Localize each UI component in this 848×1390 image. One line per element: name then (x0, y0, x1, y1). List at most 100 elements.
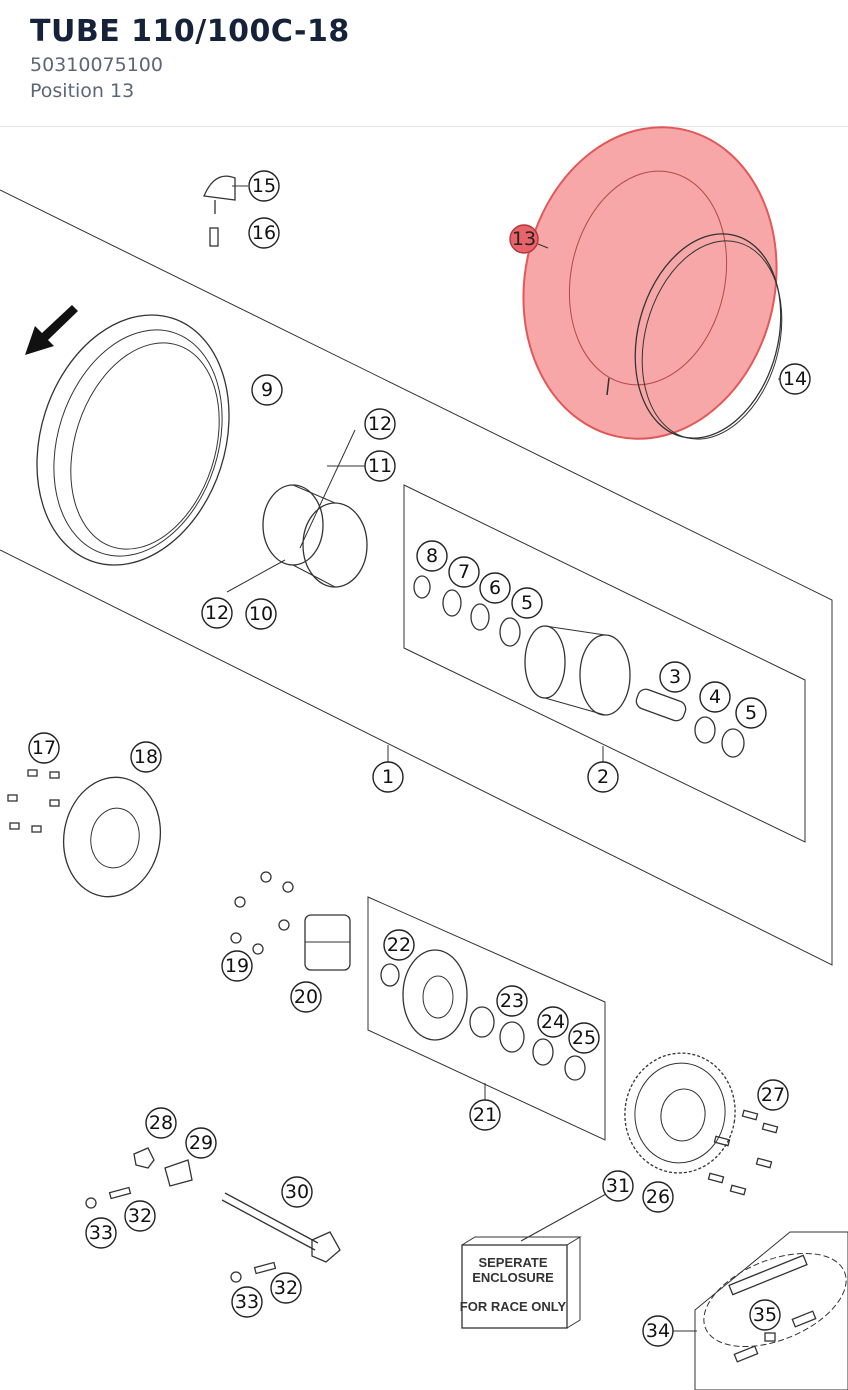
adjuster-29 (164, 1159, 193, 1187)
callout-21[interactable]: 21 (469, 1099, 501, 1131)
svg-text:5: 5 (745, 702, 757, 724)
callout-12b[interactable]: 12 (201, 597, 233, 629)
callout-17[interactable]: 17 (28, 732, 60, 764)
svg-text:3: 3 (669, 666, 681, 688)
brake-disc-part (62, 776, 162, 898)
callout-33a[interactable]: 33 (85, 1217, 117, 1249)
sprocket-carrier-part (402, 949, 468, 1041)
callout-32a[interactable]: 32 (124, 1200, 156, 1232)
hub-part (262, 484, 368, 588)
axle-part (221, 1192, 341, 1263)
spacer-25 (564, 1055, 586, 1081)
callout-13-active[interactable]: 13 (509, 224, 539, 254)
svg-text:23: 23 (500, 990, 524, 1012)
bearing-5a (499, 617, 521, 647)
svg-text:17: 17 (32, 737, 56, 759)
svg-text:12: 12 (368, 413, 392, 435)
nut-33b (230, 1271, 242, 1283)
callout-9[interactable]: 9 (251, 374, 283, 406)
callout-2[interactable]: 2 (587, 761, 619, 793)
pin-32b (253, 1261, 277, 1275)
svg-text:4: 4 (709, 686, 721, 708)
callout-3[interactable]: 3 (659, 661, 691, 693)
bearing-23b (499, 1021, 525, 1053)
bearing-5b (721, 728, 745, 758)
wheel-assembly-frame (0, 189, 833, 966)
svg-text:19: 19 (225, 955, 249, 977)
callout-24[interactable]: 24 (537, 1006, 569, 1038)
leader-13 (537, 243, 549, 249)
carrier-group-frame (367, 896, 606, 1141)
seal-22 (380, 963, 400, 987)
callout-28[interactable]: 28 (145, 1107, 177, 1139)
valve-cap-part (203, 175, 236, 214)
callout-31[interactable]: 31 (602, 1170, 634, 1202)
callout-20[interactable]: 20 (290, 981, 322, 1013)
rim-tape-part (634, 233, 783, 440)
svg-text:5: 5 (521, 592, 533, 614)
svg-text:35: 35 (753, 1304, 777, 1326)
part-header: TUBE 110/100C-18 50310075100 Position 13 (0, 0, 848, 127)
callout-33b[interactable]: 33 (231, 1286, 263, 1318)
svg-text:31: 31 (606, 1175, 630, 1197)
callout-6[interactable]: 6 (479, 572, 511, 604)
callout-10[interactable]: 10 (245, 598, 277, 630)
callout-23[interactable]: 23 (496, 985, 528, 1017)
nuts-19 (230, 871, 294, 955)
svg-text:30: 30 (285, 1181, 309, 1203)
svg-text:20: 20 (294, 986, 318, 1008)
callout-29[interactable]: 29 (185, 1127, 217, 1159)
tube-highlight (522, 126, 778, 440)
svg-text:21: 21 (473, 1104, 497, 1126)
callout-15[interactable]: 15 (248, 170, 280, 202)
dampers-20 (304, 914, 351, 971)
callout-35[interactable]: 35 (749, 1299, 781, 1331)
callout-12a[interactable]: 12 (364, 408, 396, 440)
callout-25[interactable]: 25 (568, 1022, 600, 1054)
leader-31 (520, 1193, 607, 1242)
bearing-23a (469, 1006, 495, 1038)
callout-22[interactable]: 22 (383, 929, 415, 961)
enclosure-line-2: ENCLOSURE (472, 1270, 554, 1285)
callout-7[interactable]: 7 (448, 556, 480, 588)
callout-34[interactable]: 34 (642, 1315, 674, 1347)
svg-text:26: 26 (646, 1186, 670, 1208)
callout-5b[interactable]: 5 (511, 587, 543, 619)
callout-19[interactable]: 19 (221, 950, 253, 982)
enclosure-line-1: SEPERATE (478, 1255, 547, 1270)
rim-part (36, 314, 230, 566)
svg-text:28: 28 (149, 1112, 173, 1134)
callout-11[interactable]: 11 (364, 450, 396, 482)
valve-part (209, 227, 219, 247)
svg-text:6: 6 (489, 577, 501, 599)
svg-text:29: 29 (189, 1132, 213, 1154)
svg-text:13: 13 (512, 228, 536, 250)
svg-text:10: 10 (249, 603, 273, 625)
callout-32b[interactable]: 32 (270, 1272, 302, 1304)
svg-text:18: 18 (134, 746, 158, 768)
callout-18[interactable]: 18 (130, 741, 162, 773)
callout-1[interactable]: 1 (372, 761, 404, 793)
callout-5a[interactable]: 5 (735, 697, 767, 729)
svg-text:8: 8 (426, 545, 438, 567)
svg-text:2: 2 (597, 766, 609, 788)
svg-text:22: 22 (387, 934, 411, 956)
enclosure-line-3: FOR RACE ONLY (460, 1299, 567, 1314)
callout-30[interactable]: 30 (281, 1176, 313, 1208)
callout-26[interactable]: 26 (642, 1181, 674, 1213)
svg-text:16: 16 (252, 222, 276, 244)
callout-16[interactable]: 16 (248, 217, 280, 249)
svg-text:34: 34 (646, 1320, 670, 1342)
svg-text:32: 32 (274, 1277, 298, 1299)
svg-text:1: 1 (382, 766, 394, 788)
svg-text:15: 15 (252, 175, 276, 197)
tube-part[interactable] (495, 103, 805, 462)
callout-27[interactable]: 27 (757, 1079, 789, 1111)
callout-4[interactable]: 4 (699, 681, 731, 713)
spoke-lower (226, 559, 286, 593)
svg-text:11: 11 (368, 455, 392, 477)
callout-14[interactable]: 14 (779, 363, 811, 395)
callout-8[interactable]: 8 (416, 540, 448, 572)
svg-text:33: 33 (89, 1222, 113, 1244)
